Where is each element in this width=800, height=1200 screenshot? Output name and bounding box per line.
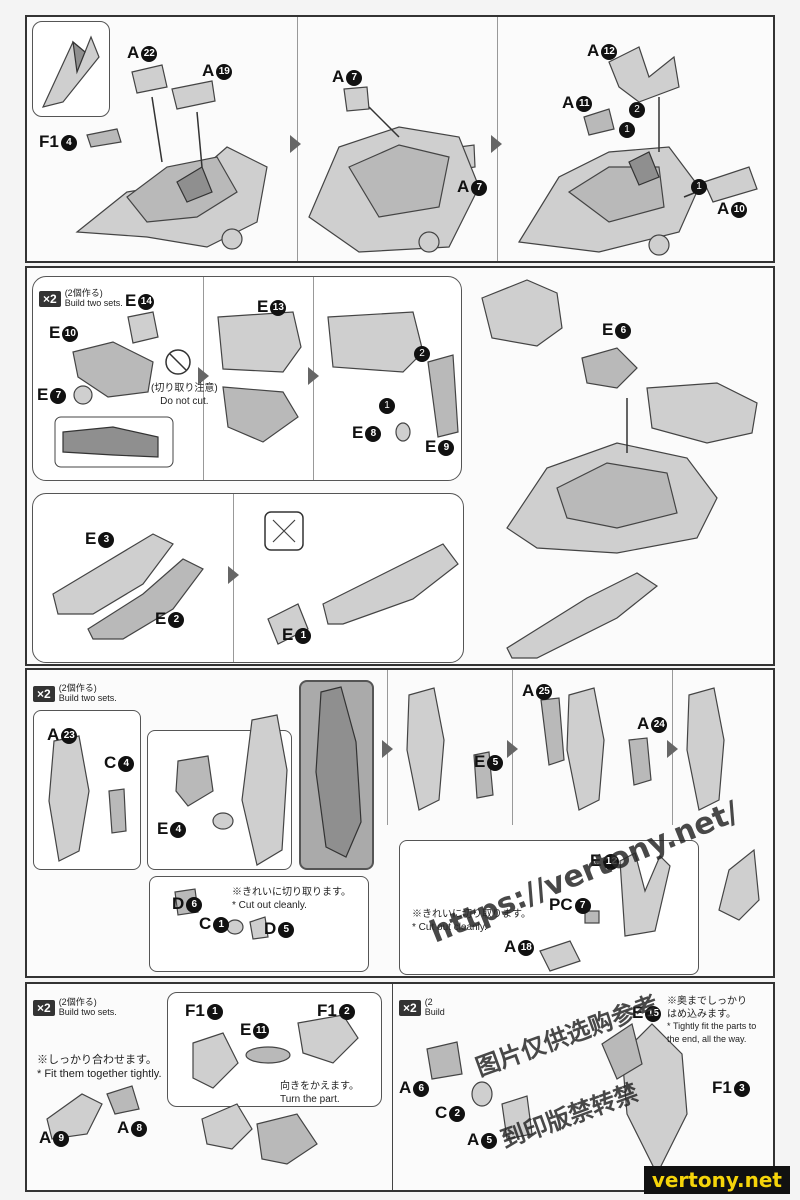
step-section-4: ×2 (2個作る)Build two sets. ※しっかり合わせます。* Fi… xyxy=(25,982,775,1192)
sub-step-box-a: ×2 (2個作る)Build two sets. (切り取り注意)Do not … xyxy=(32,276,462,481)
order-marker-1: 1 xyxy=(379,398,395,414)
step-arrow xyxy=(382,740,393,758)
section2-main-drawing xyxy=(481,279,758,659)
step-arrow xyxy=(198,367,209,385)
divider xyxy=(392,984,393,1190)
panel3-drawing xyxy=(518,46,758,256)
armor-drawing xyxy=(241,714,288,866)
reference-thumbnail xyxy=(32,21,110,117)
order-marker-1: 1 xyxy=(619,122,635,138)
step-arrow xyxy=(507,740,518,758)
tight-fit-note: ※奥までしっかり はめ込みます。* Tightly fit the parts … xyxy=(667,996,757,1044)
sub-step-b-drawing xyxy=(52,511,459,645)
step-arrow xyxy=(290,135,301,153)
panel1-drawing xyxy=(75,64,268,250)
right-sub-drawing xyxy=(539,852,671,972)
watermark-footer: vertony.net xyxy=(643,1166,790,1194)
ship-thumbnail-drawing xyxy=(41,35,100,108)
build-two-sets-badge: ×2 (2個作る)Build two sets. xyxy=(39,288,123,309)
section4-right-drawing xyxy=(426,1023,688,1176)
f1-assembly-drawing xyxy=(192,1014,359,1089)
panel2-drawing xyxy=(308,86,480,253)
sub-step-a-drawing xyxy=(54,311,459,468)
do-not-cut-note: (切り取り注意)Do not cut. xyxy=(151,383,218,407)
sub-step-box-cut: ※きれいに切り取ります。* Cut out cleanly. xyxy=(149,876,369,972)
highlight-detail-box xyxy=(299,680,374,870)
cut-cleanly-note: ※きれいに切り取ります。* Cut out cleanly. xyxy=(232,887,351,911)
sub-step-box-b xyxy=(32,493,464,663)
step-section-3: ×2 (2個作る)Build two sets. ※きれいに切り取ります。* C… xyxy=(25,668,775,978)
sub-step-box-right: ※きれいに切り取ります。* Cut out cleanly. xyxy=(399,840,699,975)
step-arrow xyxy=(228,566,239,584)
left-part-drawing xyxy=(48,735,127,862)
build-two-sets-badge: ×2 (2個作る)Build two sets. xyxy=(33,997,117,1018)
order-marker-2: 2 xyxy=(629,102,645,118)
turn-part-note: 向きをかえます。Turn the part. xyxy=(280,1081,359,1105)
cut-cleanly-note-2: ※きれいに切り取ります。* Cut out cleanly. xyxy=(412,909,531,933)
step-arrow xyxy=(667,740,678,758)
mid-part-drawing xyxy=(175,755,234,830)
step-section-2: ×2 (2個作る)Build two sets. (切り取り注意)Do not … xyxy=(25,266,775,666)
sub-step-box-left xyxy=(33,710,141,870)
build-two-sets-badge: ×2 (2個作る)Build two sets. xyxy=(33,683,117,704)
order-marker-1b: 1 xyxy=(691,179,707,195)
order-marker-2: 2 xyxy=(414,346,430,362)
step-arrow xyxy=(308,367,319,385)
section4-left-drawing xyxy=(46,1085,318,1165)
fit-tightly-note: ※しっかり合わせます。* Fit them together tightly. xyxy=(37,1054,162,1080)
sub-step-box-f1: 向きをかえます。Turn the part. xyxy=(167,992,382,1107)
step-arrow xyxy=(491,135,502,153)
detail-drawing xyxy=(315,686,362,858)
